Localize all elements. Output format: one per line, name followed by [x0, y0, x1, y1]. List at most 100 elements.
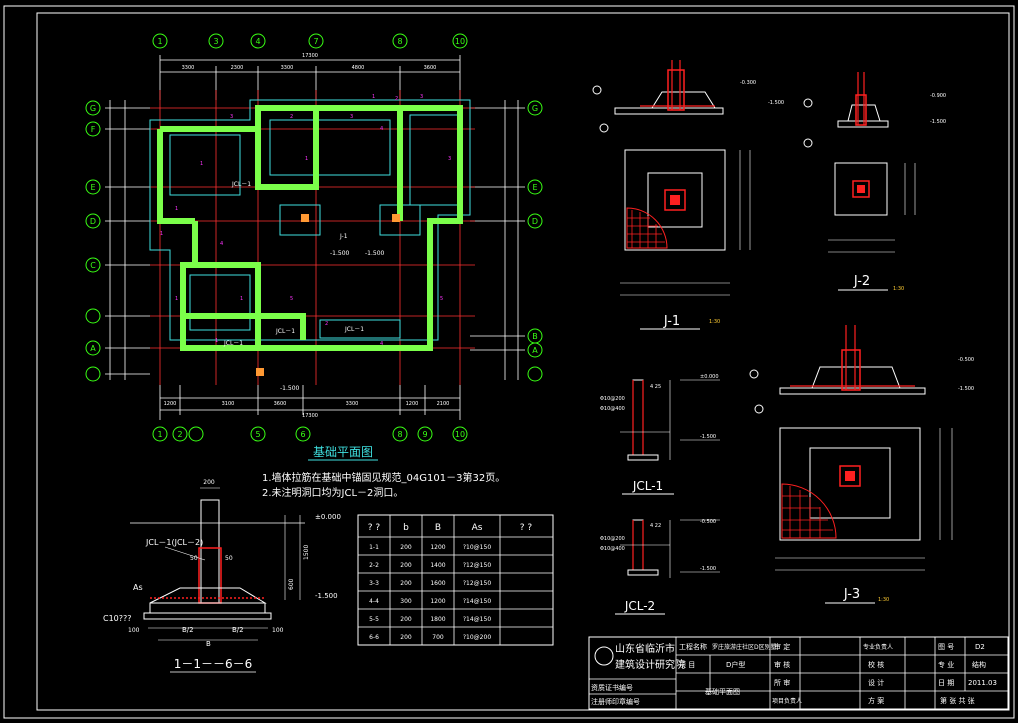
j1-title: J-1	[663, 314, 680, 329]
right-axis-d: D	[532, 217, 538, 226]
approve-label: 审 定	[774, 642, 790, 651]
j3-lvl2: -1.500	[958, 386, 974, 392]
bottom-axis-5: 5	[255, 430, 260, 439]
sec-b-half-r: B/2	[232, 626, 244, 634]
table-row-3-c3: ?14@150	[463, 598, 491, 605]
j3-scale: 1:30	[878, 597, 889, 603]
strip-footing-walls	[157, 105, 463, 351]
svg-text:1: 1	[200, 161, 203, 167]
svg-text:1: 1	[160, 231, 163, 237]
bottom-axis-8: 8	[397, 430, 402, 439]
discipline-lead-label: 专业负责人	[863, 643, 893, 651]
svg-text:4: 4	[220, 241, 223, 247]
top-total-dim: 17300	[302, 53, 318, 59]
table-header-3: As	[472, 523, 483, 533]
svg-text:5: 5	[440, 296, 443, 302]
table-row-3-c0: 4-4	[369, 598, 379, 605]
svg-text:3: 3	[448, 156, 451, 162]
table-row-2-c3: ?12@150	[463, 580, 491, 587]
svg-text:1: 1	[240, 296, 243, 302]
table-row-5-c3: ?10@200	[463, 634, 491, 641]
table-row-4-c2: 1800	[430, 616, 445, 623]
detail-j1: -0.300 -1.500 J-1 1:30	[592, 60, 784, 330]
j3-title: J-3	[843, 587, 860, 602]
right-axis-e: E	[532, 183, 537, 192]
table-header-2: B	[435, 523, 441, 533]
total-sheets: 第 张 共 张	[940, 696, 975, 705]
jcl1-bar2: Φ10@200	[600, 396, 625, 402]
draw-label: 方 案	[868, 696, 884, 705]
j2-lvl1: -0.900	[930, 93, 946, 99]
item-value: D户型	[726, 660, 745, 669]
svg-text:1: 1	[305, 156, 308, 162]
table-row-1-c1: 200	[400, 562, 412, 569]
table-row-3-c1: 300	[400, 598, 412, 605]
j1-lvl1: -0.300	[740, 80, 756, 86]
top-dim-1: 3300	[182, 65, 195, 71]
bottom-dim-1: 1200	[164, 401, 177, 407]
table-row-4-c1: 200	[400, 616, 412, 623]
sec-lvl-top: ±0.000	[315, 513, 341, 521]
design-label: 设 计	[868, 678, 884, 687]
drawing-name: 基础平面图	[705, 687, 740, 696]
plan-title: 基础平面图	[313, 445, 373, 459]
title-block: 山东省临沂市 建筑设计研究院 资质证书编号 注册师印章编号 工程名称 罗庄旅游庄…	[588, 636, 1009, 710]
sec-as-label: As	[133, 583, 143, 592]
bottom-axis-2: 2	[177, 430, 182, 439]
j1-lvl2: -1.500	[768, 100, 784, 106]
svg-text:1: 1	[215, 338, 218, 344]
left-axis-d: D	[90, 217, 96, 226]
table-row-4-c0: 5-5	[369, 616, 379, 623]
right-axis-a: A	[532, 346, 538, 355]
major-label: 专 业	[938, 660, 954, 669]
top-axis-3: 3	[213, 37, 218, 46]
bottom-axis-10: 10	[455, 430, 465, 439]
section-title: 1－1－－6－6	[174, 657, 253, 671]
bottom-dim-2: 3100	[222, 401, 235, 407]
table-row-1-c0: 2-2	[369, 562, 379, 569]
svg-text:1: 1	[372, 94, 375, 100]
inner-frame	[36, 12, 1010, 711]
table-row-1-c2: 1400	[430, 562, 445, 569]
left-axis-g: G	[90, 104, 96, 113]
stamp-reg: 注册师印章编号	[591, 697, 640, 706]
date-label: 日 期	[938, 679, 954, 687]
jcl1-bar3: Φ10@400	[600, 406, 625, 412]
bottom-dim-3: 3600	[274, 401, 287, 407]
column-pads	[256, 214, 400, 376]
table-header-0: ? ?	[368, 523, 381, 533]
top-axis-7: 7	[313, 37, 318, 46]
bottom-axis-1: 1	[157, 430, 162, 439]
footing-table: ? ? b B As ? ? 1-1 200 1200 ?10@150 2-2 …	[357, 514, 554, 646]
table-row-5-c2: 700	[432, 634, 444, 641]
left-axis-a: A	[90, 344, 96, 353]
beam-labels: JCL－1 JCL－1 JCL－1 JCL－1 J-1 -1.500 -1.50…	[223, 181, 385, 392]
top-dim-5: 3600	[424, 65, 437, 71]
table-row-5-c1: 200	[400, 634, 412, 641]
bottom-total-dim: 17300	[302, 413, 318, 419]
table-row-0-c0: 1-1	[369, 544, 379, 551]
sec-b-half-l: B/2	[182, 626, 194, 634]
top-dim-3: 3300	[281, 65, 294, 71]
svg-text:4: 4	[380, 126, 383, 132]
top-axis-10: 10	[455, 37, 465, 46]
detail-jcl1: 4 25 Φ10@200 Φ10@400 ±0.000 -1.500 JCL-1	[600, 374, 720, 495]
jcl1-title: JCL-1	[632, 479, 663, 493]
bottom-dimension-lines	[159, 385, 461, 420]
bottom-dim-5: 1200	[406, 401, 419, 407]
bottom-axis-6: 6	[300, 430, 305, 439]
detail-j3: -0.500 -1.500 J-3 1:30	[749, 325, 974, 604]
jcl1-label-c: JCL－1	[223, 340, 243, 347]
svg-text:1: 1	[175, 206, 178, 212]
date-value: 2011.03	[968, 679, 997, 687]
svg-text:2: 2	[325, 321, 328, 327]
audit-label: 审 核	[774, 660, 790, 669]
sec-d600: 600	[288, 578, 295, 590]
project-name: 罗庄旅游庄社区D区别墅	[712, 643, 777, 651]
table-row-0-c3: ?10@150	[463, 544, 491, 551]
foundation-plan: 17300 3300 2300 3300 4800 3600 1 3 4 7 8…	[85, 33, 543, 499]
jcl1-label-b: JCL－1	[344, 326, 364, 333]
plan-note-2: 2.未注明洞口均为JCL－2洞口。	[262, 486, 403, 499]
svg-text:2: 2	[395, 96, 398, 102]
